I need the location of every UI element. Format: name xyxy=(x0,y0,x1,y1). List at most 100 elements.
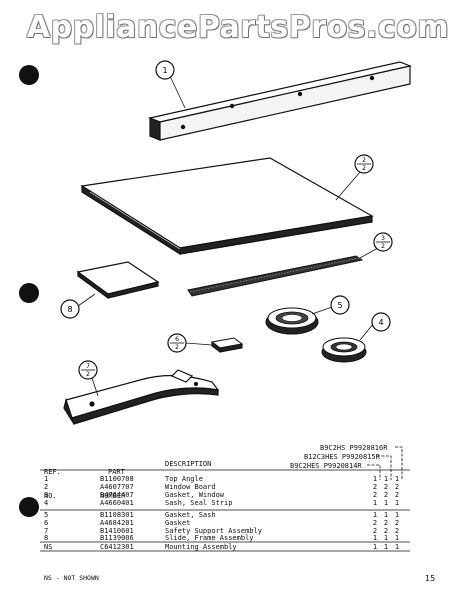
row-qty-model-2: 2 xyxy=(383,527,389,535)
row-part-number: A4660401 xyxy=(100,499,134,507)
part-gasket-sash xyxy=(265,307,319,335)
row-qty-model-3: 1 xyxy=(394,511,400,519)
binder-hole-middle xyxy=(19,283,39,303)
row-qty-model-2: 1 xyxy=(383,543,389,551)
row-qty-model-3: 1 xyxy=(394,499,400,507)
header-ref-line1: REF. xyxy=(44,468,61,476)
leader-6 xyxy=(185,342,213,346)
row-qty-model-3: 2 xyxy=(394,527,400,535)
header-ref-line2: NO. xyxy=(44,492,57,500)
row-description: Gasket xyxy=(165,519,191,527)
part-sash-seal-strip xyxy=(321,337,367,363)
callout-3: 3 2 xyxy=(373,232,393,252)
row-ref-no: 3 xyxy=(44,491,49,499)
row-part-number: B1108301 xyxy=(100,511,134,519)
callout-2-den: 2 xyxy=(362,165,366,172)
model-tag-1: B9C2HS P9920816R xyxy=(320,444,388,452)
binder-hole-bottom xyxy=(19,497,39,517)
row-part-number: B1100708 xyxy=(100,475,134,483)
row-qty-model-3: 1 xyxy=(394,534,400,542)
row-ref-no: 2 xyxy=(44,483,49,491)
callout-1-label: 1 xyxy=(162,66,167,75)
row-qty-model-1: 1 xyxy=(372,475,378,483)
callout-8: 8 xyxy=(60,299,80,319)
header-part-line1: PART xyxy=(108,468,125,476)
row-part-number: C6412301 xyxy=(100,543,134,551)
row-ref-no: 4 xyxy=(44,499,49,507)
row-description: Slide, Frame Assembly xyxy=(165,534,254,542)
part-gasket-small xyxy=(210,337,244,353)
row-qty-model-1: 1 xyxy=(372,543,378,551)
header-ref: REF. NO. xyxy=(44,452,74,516)
row-qty-model-3: 2 xyxy=(394,483,400,491)
leader-4 xyxy=(359,322,375,341)
callout-7-num: 7 xyxy=(86,363,90,370)
part-window-board xyxy=(80,157,374,256)
row-qty-model-1: 2 xyxy=(372,483,378,491)
callout-5: 5 xyxy=(330,295,350,315)
row-qty-model-2: 1 xyxy=(383,511,389,519)
callout-6-num: 6 xyxy=(175,336,179,343)
model-bracket-lines xyxy=(367,446,403,480)
row-qty-model-3: 1 xyxy=(394,475,400,483)
row-qty-model-1: 2 xyxy=(372,491,378,499)
watermark-text: AppliancePartsPros.com xyxy=(26,10,450,45)
callout-8-label: 8 xyxy=(67,305,72,314)
callout-5-label: 5 xyxy=(337,301,342,310)
callout-4-label: 4 xyxy=(378,318,383,327)
row-ref-no: 6 xyxy=(44,519,49,527)
row-qty-model-2: 2 xyxy=(383,519,389,527)
row-qty-model-1: 1 xyxy=(372,511,378,519)
leader-3 xyxy=(359,247,379,259)
callout-3-num: 3 xyxy=(381,235,385,242)
row-qty-model-1: 2 xyxy=(372,527,378,535)
row-qty-model-2: 2 xyxy=(383,491,389,499)
callout-2-num: 2 xyxy=(362,157,366,164)
header-description: DESCRIPTION xyxy=(165,460,212,468)
part-top-angle xyxy=(147,61,413,141)
callout-7-den: 2 xyxy=(86,371,90,378)
model-tag-2: B12C3HES P9920815R xyxy=(304,453,380,461)
row-description: Sash, Seal Strip xyxy=(165,499,233,507)
part-safety-support xyxy=(63,369,220,425)
row-qty-model-3: 2 xyxy=(394,491,400,499)
row-qty-model-2: 1 xyxy=(383,475,389,483)
row-part-number: B1410601 xyxy=(100,527,134,535)
row-ref-no: 1 xyxy=(44,475,49,483)
binder-hole-top xyxy=(19,65,39,85)
row-qty-model-1: 1 xyxy=(372,534,378,542)
row-ref-no: NS xyxy=(44,543,53,551)
callout-6: 6 2 xyxy=(167,333,187,353)
leader-1 xyxy=(169,75,186,109)
row-ref-no: 7 xyxy=(44,527,49,535)
header-part-line2: NUMBER xyxy=(100,492,126,500)
part-gasket-window xyxy=(187,255,364,297)
leader-2 xyxy=(335,171,361,201)
row-part-number: A4607707 xyxy=(100,483,134,491)
row-description: Safety Support Assembly xyxy=(165,527,262,535)
row-description: Mounting Assembly xyxy=(165,543,237,551)
row-qty-model-1: 1 xyxy=(372,499,378,507)
row-ref-no: 8 xyxy=(44,534,49,542)
row-qty-model-2: 1 xyxy=(383,534,389,542)
row-qty-model-1: 2 xyxy=(372,519,378,527)
leader-5 xyxy=(311,306,333,315)
model-tag-3: B9C2HES P9920814R xyxy=(290,462,362,470)
leader-8 xyxy=(77,293,96,307)
row-description: Top Angle xyxy=(165,475,203,483)
row-qty-model-3: 1 xyxy=(394,543,400,551)
callout-4: 4 xyxy=(371,312,391,332)
part-slide-frame xyxy=(76,261,160,300)
callout-7: 7 2 xyxy=(78,360,98,380)
row-description: Window Board xyxy=(165,483,216,491)
row-part-number: A4684201 xyxy=(100,519,134,527)
header-part: PART NUMBER xyxy=(100,452,160,516)
callout-6-den: 2 xyxy=(175,344,179,351)
callout-2: 2 2 xyxy=(354,154,374,174)
row-qty-model-3: 2 xyxy=(394,519,400,527)
row-qty-model-2: 1 xyxy=(383,499,389,507)
callout-1: 1 xyxy=(155,60,175,80)
row-description: Gasket, Sash xyxy=(165,511,216,519)
